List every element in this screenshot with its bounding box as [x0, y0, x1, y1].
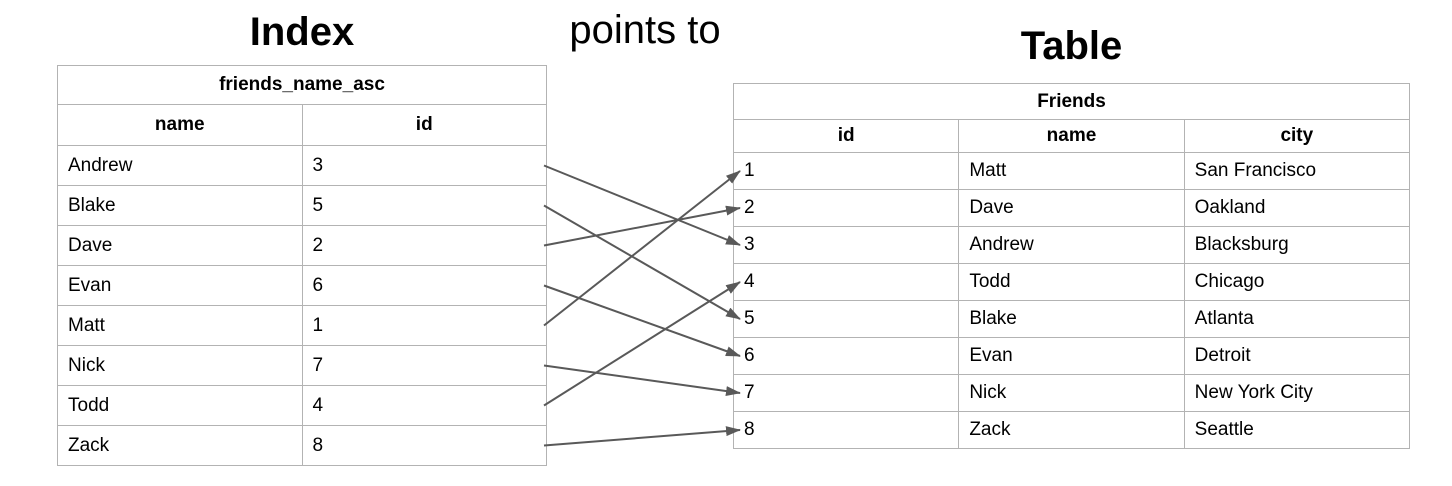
cell-id: 4: [301, 385, 547, 426]
column-header-city: city: [1183, 119, 1411, 153]
cell-name: Todd: [958, 263, 1185, 301]
pointer-arrow: [543, 426, 741, 447]
cell-id: 6: [301, 265, 547, 306]
pointer-arrow: [543, 205, 741, 247]
index-heading: Index: [249, 10, 355, 54]
cell-city: Atlanta: [1183, 300, 1411, 338]
cell-id: 2: [301, 225, 547, 266]
cell-id: 7: [732, 374, 960, 412]
cell-id: 8: [301, 425, 547, 466]
cell-name: Blake: [958, 300, 1185, 338]
pointer-arrow: [543, 281, 741, 407]
pointer-arrow: [543, 164, 741, 246]
cell-name: Zack: [958, 411, 1185, 449]
cell-id: 3: [732, 226, 960, 264]
cell-city: San Francisco: [1183, 152, 1411, 190]
friends-table-title: Friends: [733, 83, 1410, 120]
cell-city: Blacksburg: [1183, 226, 1411, 264]
cell-name: Blake: [57, 185, 303, 226]
cell-city: New York City: [1183, 374, 1411, 412]
cell-name: Andrew: [57, 145, 303, 186]
column-header-name: name: [57, 104, 303, 146]
cell-id: 3: [301, 145, 547, 186]
pointer-arrow: [543, 204, 741, 320]
column-header-id: id: [301, 104, 547, 146]
index-table-title: friends_name_asc: [57, 65, 547, 105]
cell-name: Evan: [958, 337, 1185, 375]
pointer-arrow: [543, 170, 741, 327]
column-header-name: name: [958, 119, 1185, 153]
cell-city: Detroit: [1183, 337, 1411, 375]
cell-id: 5: [732, 300, 960, 338]
cell-name: Matt: [57, 305, 303, 346]
points-to-label: points to: [569, 8, 721, 52]
cell-name: Matt: [958, 152, 1185, 190]
cell-city: Seattle: [1183, 411, 1411, 449]
cell-name: Todd: [57, 385, 303, 426]
column-header-id: id: [732, 119, 960, 153]
cell-id: 4: [732, 263, 960, 301]
pointer-arrow: [543, 364, 741, 397]
cell-city: Oakland: [1183, 189, 1411, 227]
cell-name: Nick: [57, 345, 303, 386]
cell-id: 1: [301, 305, 547, 346]
cell-name: Evan: [57, 265, 303, 306]
cell-id: 6: [732, 337, 960, 375]
cell-id: 1: [732, 152, 960, 190]
index-table-title-row: friends_name_asc: [57, 65, 547, 105]
cell-id: 2: [732, 189, 960, 227]
cell-name: Dave: [57, 225, 303, 266]
cell-city: Chicago: [1183, 263, 1411, 301]
cell-id: 8: [732, 411, 960, 449]
friends-table-title-row: Friends: [733, 83, 1410, 120]
cell-name: Zack: [57, 425, 303, 466]
pointer-arrow: [543, 284, 741, 357]
cell-name: Dave: [958, 189, 1185, 227]
cell-id: 5: [301, 185, 547, 226]
cell-name: Nick: [958, 374, 1185, 412]
cell-id: 7: [301, 345, 547, 386]
table-heading: Table: [1020, 24, 1123, 68]
cell-name: Andrew: [958, 226, 1185, 264]
